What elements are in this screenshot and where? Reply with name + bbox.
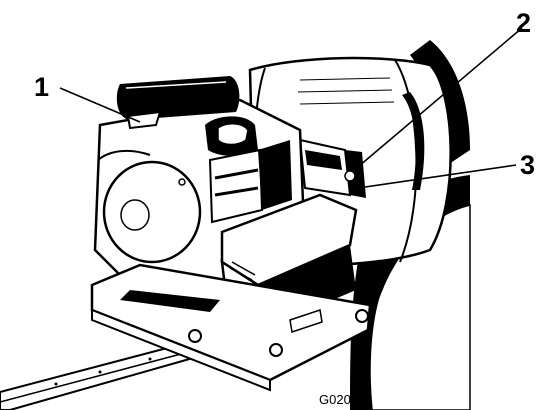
callout-3: 3 <box>520 150 535 180</box>
leader-line-3 <box>357 164 517 189</box>
callout-2: 2 <box>516 8 531 38</box>
leader-line-1 <box>59 87 141 123</box>
mount-bolt-icon <box>269 343 283 357</box>
leader-line-2 <box>351 27 523 173</box>
flywheel-cover <box>102 160 202 264</box>
mount-bolt-icon <box>355 309 369 323</box>
mount-bolt-icon <box>188 329 202 343</box>
callout-1: 1 <box>34 72 49 102</box>
leader-lines <box>59 27 523 189</box>
figure-id: G020713 <box>319 392 373 407</box>
bracket-bolt-icon <box>344 170 356 182</box>
mounting-rail <box>0 340 202 410</box>
base-plate <box>90 263 372 392</box>
mounting-bracket <box>298 138 366 198</box>
